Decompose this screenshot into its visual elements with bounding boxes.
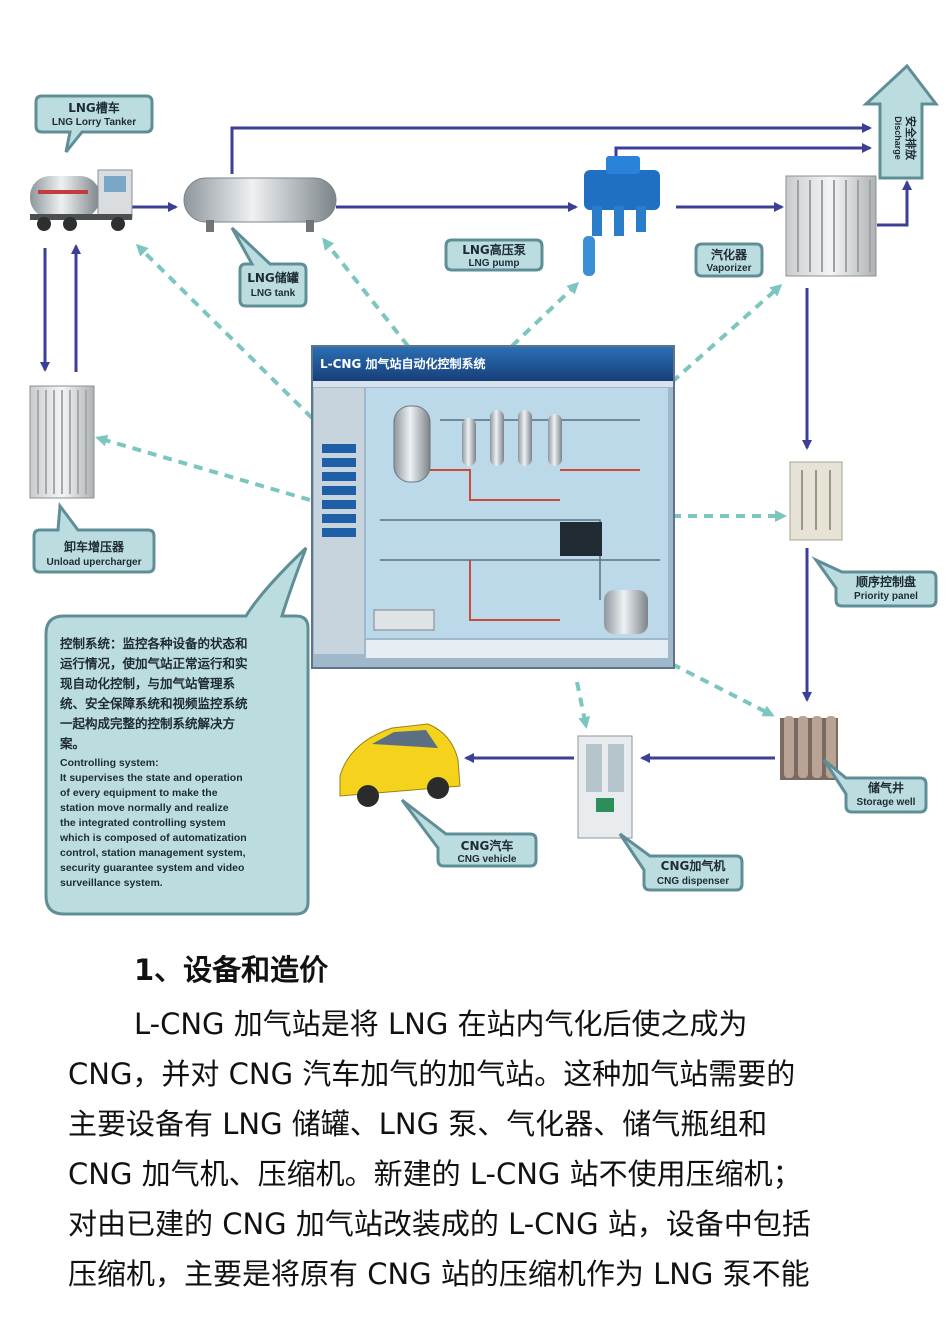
body-line: L-CNG 加气站是将 LNG 在站内气化后使之成为 (68, 999, 898, 1049)
note-en-line: Controlling system: (60, 757, 159, 769)
body-line: 对由已建的 CNG 加气站改装成的 L-CNG 站，设备中包括 (68, 1199, 898, 1249)
body-line: 压缩机，主要是将原有 CNG 站的压缩机作为 LNG 泵不能 (68, 1249, 898, 1299)
note-cn-line: 案。 (59, 736, 85, 751)
pump-cn: LNG高压泵 (462, 242, 526, 257)
dispenser-en: CNG dispenser (657, 876, 729, 887)
vaporizer-cn: 汽化器 (711, 247, 748, 262)
note-en-line: which is composed of automatization (59, 832, 247, 844)
label-priority-panel: 顺序控制盘 Priority panel (854, 574, 918, 602)
priority-cn: 顺序控制盘 (856, 574, 916, 589)
discharge-en: Discharge (893, 116, 903, 160)
note-en-line: surveillance system. (60, 877, 163, 889)
screen-title: L-CNG 加气站自动化控制系统 (320, 356, 486, 371)
note-cn-line: 统、安全保障系统和视频监控系统 (60, 696, 248, 711)
label-cng-dispenser: CNG加气机 CNG dispenser (657, 858, 729, 887)
vaporizer-en: Vaporizer (706, 263, 751, 274)
dispenser-cn: CNG加气机 (661, 858, 726, 873)
tank-en: LNG tank (251, 288, 296, 299)
storage-cn: 储气井 (868, 780, 904, 795)
storage-en: Storage well (857, 797, 916, 808)
note-cn-line: 现自动化控制，与加气站管理系 (60, 676, 236, 691)
note-en-line: the integrated controlling system (60, 817, 226, 829)
lorry-en: LNG Lorry Tanker (52, 117, 136, 128)
article-section: 1、设备和造价 L-CNG 加气站是将 LNG 在站内气化后使之成为 CNG，并… (68, 945, 898, 1299)
note-cn-line: 运行情况，使加气站正常运行和实 (60, 656, 248, 671)
lorry-cn: LNG槽车 (68, 100, 120, 115)
label-lng-tank: LNG储罐 LNG tank (247, 270, 299, 299)
control-system-screen: L-CNG 加气站自动化控制系统 (312, 346, 674, 668)
note-en-line: of every equipment to make the (60, 787, 218, 799)
label-discharge: 安全排放 Discharge (893, 116, 918, 161)
lcng-process-diagram: LNG槽车 LNG Lorry Tanker LNG储罐 LNG tank LN… (0, 0, 950, 930)
uploader-en: Unload upercharger (46, 557, 141, 568)
note-en-line: It supervises the state and operation (60, 772, 243, 784)
lng-storage-tank (184, 178, 336, 232)
note-en-line: station move normally and realize (60, 802, 229, 814)
lng-high-pressure-pump (583, 156, 660, 276)
body-line: 主要设备有 LNG 储罐、LNG 泵、气化器、储气瓶组和 (68, 1099, 898, 1149)
tank-cn: LNG储罐 (247, 270, 299, 285)
label-cng-vehicle: CNG汽车 CNG vehicle (458, 838, 517, 865)
lng-lorry-tanker (30, 170, 132, 231)
priority-panel-unit (790, 462, 842, 540)
note-cn-line: 控制系统：监控各种设备的状态和 (60, 636, 248, 651)
body-line: CNG，并对 CNG 汽车加气的加气站。这种加气站需要的 (68, 1049, 898, 1099)
note-cn-line: 一起构成完整的控制系统解决方 (60, 716, 235, 731)
priority-en: Priority panel (854, 591, 918, 602)
vaporizer-unit (786, 176, 876, 276)
cng-vehicle-unit (340, 724, 460, 807)
vehicle-en: CNG vehicle (458, 854, 517, 865)
label-lng-pump: LNG高压泵 LNG pump (462, 242, 526, 269)
vehicle-cn: CNG汽车 (461, 838, 514, 853)
section-heading: 1、设备和造价 (134, 945, 898, 995)
pump-en: LNG pump (468, 258, 519, 269)
body-line: CNG 加气机、压缩机。新建的 L-CNG 站不使用压缩机； (68, 1149, 898, 1199)
unload-upercharger-unit (30, 386, 94, 498)
note-en-line: control, station management system, (60, 847, 246, 859)
note-en-line: security guarantee system and video (60, 862, 244, 874)
uploader-cn: 卸车增压器 (64, 539, 125, 554)
discharge-cn: 安全排放 (904, 116, 918, 161)
cng-dispenser-unit (578, 736, 632, 838)
label-vaporizer: 汽化器 Vaporizer (706, 247, 751, 274)
